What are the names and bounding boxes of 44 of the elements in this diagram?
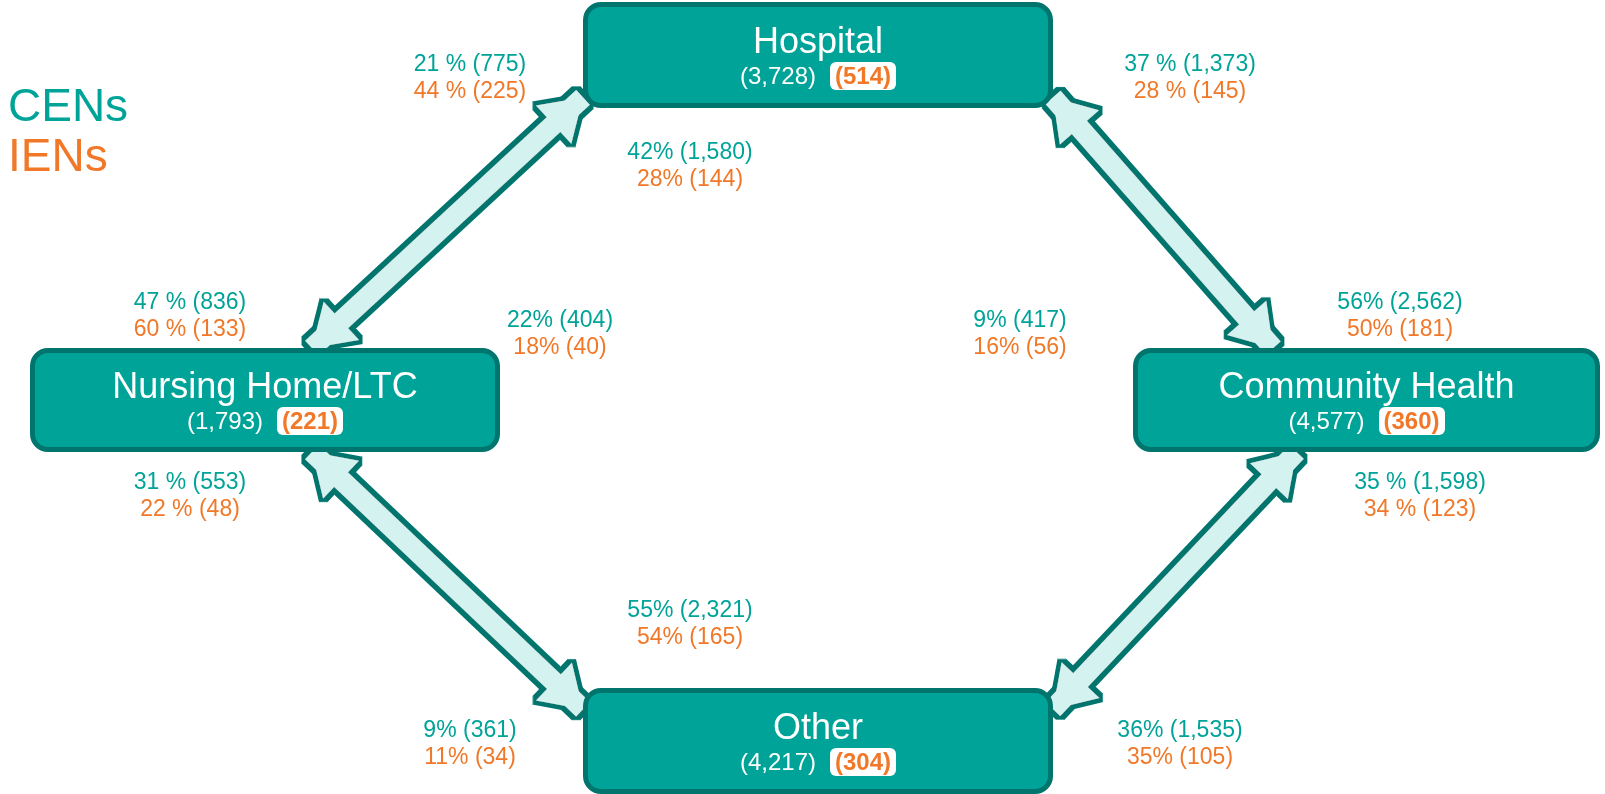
- total-count: (3,728): [739, 62, 816, 90]
- total-count: (514): [830, 62, 897, 90]
- flow-percentage: 28 % (145): [1133, 77, 1247, 103]
- flow-percentage: 35% (105): [1126, 743, 1234, 769]
- total-count: (4,217): [739, 748, 816, 776]
- total-count: (1,793): [186, 407, 263, 435]
- category-name: Hospital: [752, 20, 884, 62]
- flow-percentage: 21 % (775): [413, 50, 527, 76]
- flow-percentage: 11% (34): [424, 743, 516, 769]
- category-box: [583, 688, 1053, 794]
- legend-entry: IENs: [8, 130, 108, 180]
- flow-percentage: 34 % (123): [1363, 495, 1477, 521]
- flow-percentage: 35 % (1,598): [1354, 468, 1486, 494]
- flow-percentage: 28% (144): [636, 165, 744, 191]
- flow-percentage: 56% (2,562): [1337, 288, 1463, 314]
- legend-entry: CENs: [8, 80, 129, 130]
- total-count: (4,577): [1288, 407, 1365, 435]
- flow-percentage: 22% (404): [506, 306, 614, 332]
- category-box: [1133, 348, 1600, 452]
- double-arrow: [792, 108, 844, 688]
- double-arrow: [500, 374, 1133, 426]
- category-box: [30, 348, 500, 452]
- category-name: Nursing Home/LTC: [112, 365, 418, 407]
- flow-percentage: 47 % (836): [133, 288, 247, 314]
- flow-percentage: 42% (1,580): [627, 138, 753, 164]
- category-box: [583, 2, 1053, 108]
- total-count: (360): [1378, 407, 1445, 435]
- total-count: (304): [830, 748, 897, 776]
- flow-percentage: 18% (40): [513, 333, 607, 359]
- flow-percentage: 31 % (553): [133, 468, 247, 494]
- flow-percentage: 55% (2,321): [627, 596, 753, 622]
- total-count: (221): [277, 407, 344, 435]
- flow-percentage: 9% (417): [973, 306, 1067, 332]
- flow-percentage: 9% (361): [423, 716, 517, 742]
- category-name: Other: [772, 706, 863, 748]
- category-name: Community Health: [1218, 365, 1515, 407]
- flow-percentage: 22 % (48): [140, 495, 240, 521]
- flow-percentage: 36% (1,535): [1117, 716, 1243, 742]
- flow-percentage: 50% (181): [1346, 315, 1454, 341]
- flow-percentage: 16% (56): [973, 333, 1067, 359]
- flow-percentage: 37 % (1,373): [1124, 50, 1256, 76]
- flow-percentage: 44 % (225): [413, 77, 527, 103]
- flow-percentage: 54% (165): [636, 623, 744, 649]
- flow-percentage: 60 % (133): [133, 315, 247, 341]
